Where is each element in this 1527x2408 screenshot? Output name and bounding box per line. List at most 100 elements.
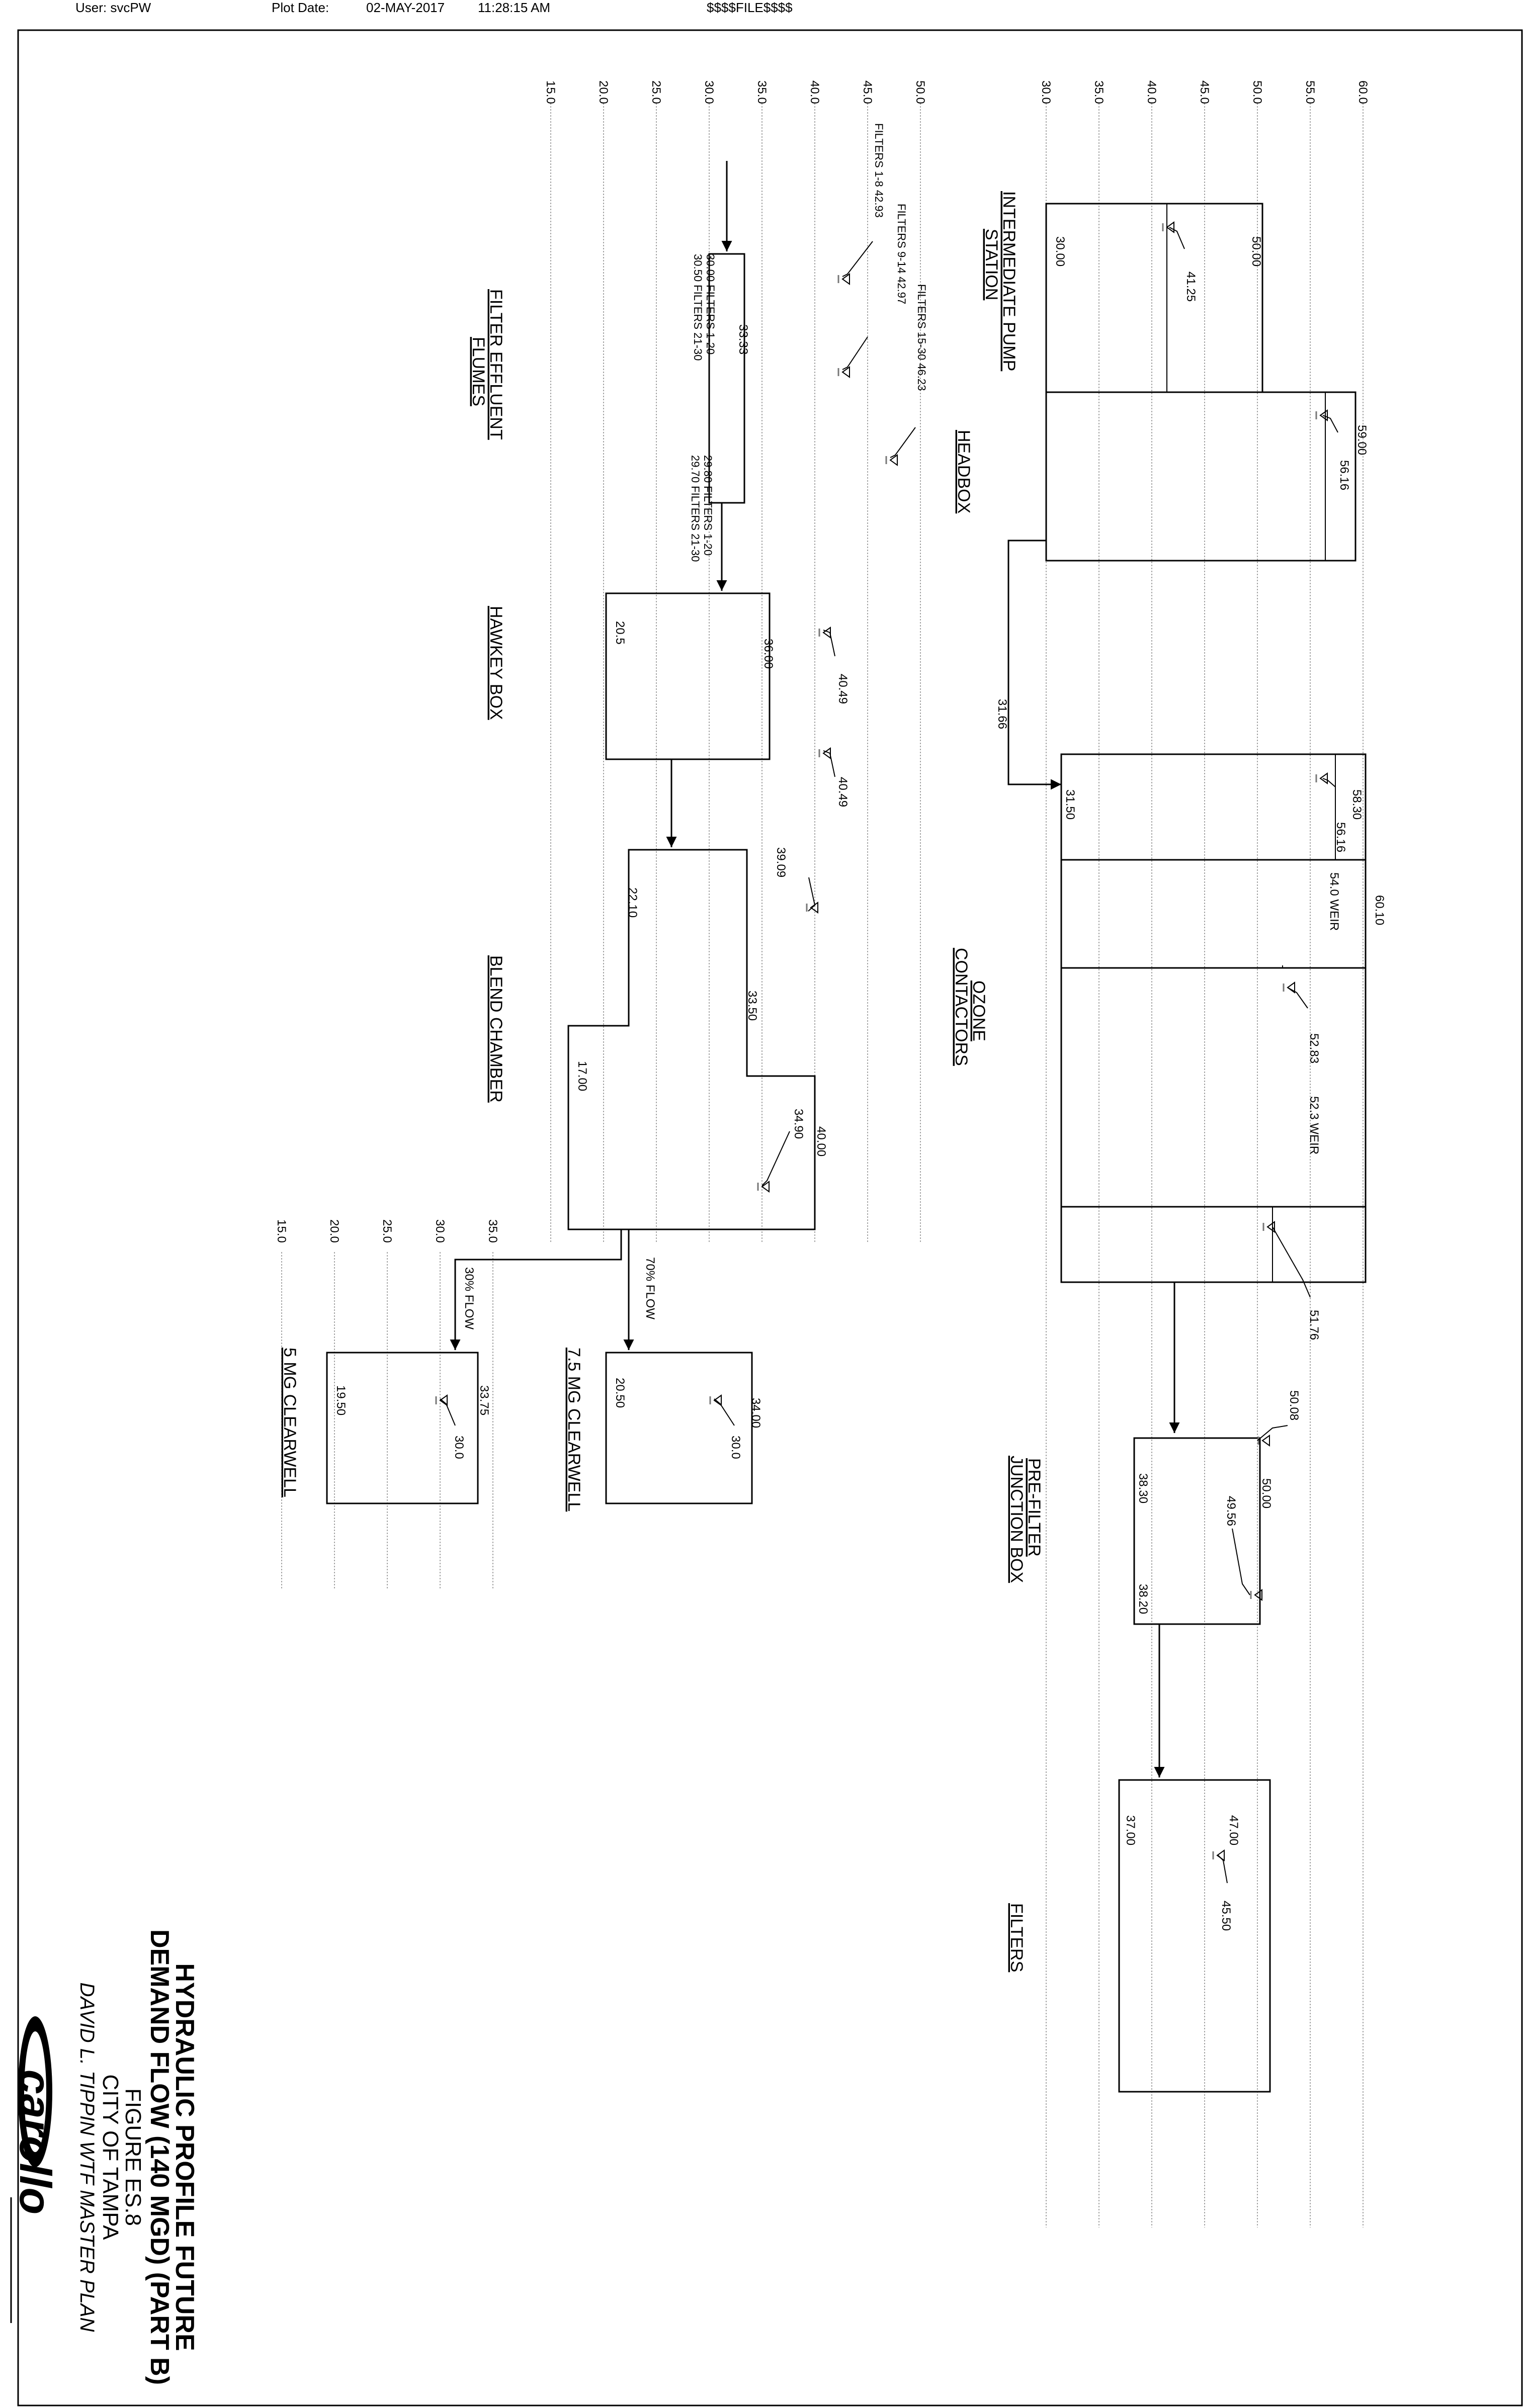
sheet-border [17,29,1523,2406]
invert-label: 29.80 FILTERS 1-20 [702,455,714,556]
hawkey-box [605,592,771,760]
elevation-tick-label: 60.0 [1356,80,1370,104]
flumes-label: FLUMES [469,337,488,406]
elevation-tick-label: 15.0 [544,80,557,104]
hawkey-label: HAWKEY BOX [486,606,505,720]
figure-number: FIGURE ES.8 [121,2088,145,2226]
ips-label: INTERMEDIATE PUMP [999,191,1019,371]
plot-time: 11:28:15 AM [478,0,551,15]
elev-label: 30.00 [1053,236,1067,266]
ws-label: FILTERS 1-8 42.93 [873,123,885,218]
elev-label: 33.75 [477,1385,491,1415]
elev-label: 47.00 [1227,1815,1240,1845]
prefilter-label: JUNCTION BOX [1007,1456,1026,1583]
title-block: HYDRAULIC PROFILE FUTURE DEMAND FLOW (14… [10,1929,199,2385]
elev-label: 31.66 [995,699,1009,729]
cw75-box [605,1352,753,1504]
client-name: CITY OF TAMPA [98,2074,123,2240]
logo-text: carollo [11,2070,60,2215]
elevation-tick-label: 20.0 [597,80,610,104]
elevation-tick-label: 40.0 [808,80,821,104]
water-surface-icon [1261,1435,1270,1447]
elev-label: 19.50 [334,1385,348,1415]
filters-box [1118,1779,1271,2093]
ozone-box [1060,753,1367,1283]
ws-label: 56.16 [1334,822,1347,852]
water-surface-icon [1319,772,1328,784]
invert-label: 30.50 FILTERS 21-30 [692,254,704,361]
elevation-tick-label: 50.0 [913,80,927,104]
elevation-tick-label: 45.0 [1198,80,1211,104]
ws-label: 49.56 [1224,1496,1238,1526]
headbox-box [1045,391,1356,562]
ws-label: 30.0 [452,1436,466,1459]
ws-label: 40.49 [836,777,850,807]
elevation-tick-label: 30.0 [702,80,716,104]
water-surface-marks [435,221,1328,1861]
carollo-logo: carollo [11,2016,60,2214]
ws-label: FILTERS 15-30 46.23 [915,284,928,391]
ws-label: 41.25 [1184,272,1198,302]
elevation-tick-label: 20.0 [327,1219,341,1243]
elev-label: 20.5 [613,621,627,645]
water-surface-icon [1319,409,1328,421]
weir-label: 52.3 WEIR [1307,1096,1321,1154]
flow-label: 70% FLOW [643,1257,657,1319]
title-line-2: DEMAND FLOW (140 MGD) (PART B) [145,1929,174,2385]
elevation-tick-label: 30.0 [433,1219,447,1243]
ips-box [1045,203,1263,393]
cw75-label: 7.5 MG CLEARWELL [564,1348,583,1511]
plot-date: 02-MAY-2017 [366,0,445,15]
water-surface-icon [1254,1589,1262,1601]
elev-label: 60.10 [1373,895,1386,925]
structure-outlines [326,203,1367,2093]
project-name: DAVID L. TIPPIN WTF MASTER PLAN [76,1983,98,2332]
ws-label: 40.49 [836,674,850,704]
elev-label: 31.50 [1063,789,1077,820]
elev-label: 59.00 [1355,425,1369,455]
ips-label: STATION [982,229,1001,300]
elev-label: 50.00 [1259,1478,1273,1508]
elevation-tick-label: 30.0 [1039,80,1053,104]
elevation-tick-label: 35.0 [1092,80,1106,104]
ws-label: 30.0 [729,1436,742,1459]
ws-label: 34.90 [792,1109,805,1139]
elevation-tick-label: 35.0 [755,80,769,104]
elevation-tick-label: 45.0 [861,80,874,104]
water-surface-icon [439,1394,448,1406]
elev-label: 34.00 [749,1398,762,1428]
cw5-box [326,1352,479,1504]
ws-label: 39.09 [774,847,788,877]
water-surface-icon [713,1394,722,1406]
prefilter-label: PRE-FILTER [1025,1458,1044,1557]
water-surface-icon [1166,221,1174,233]
ws-label: 52.83 [1307,1033,1321,1063]
elev-label: 40.00 [814,1126,828,1156]
plot-header: User: svcPW Plot Date: 02-MAY-2017 11:28… [0,0,1527,20]
elev-label: 58.30 [1350,789,1364,820]
elev-label: 50.00 [1249,236,1263,266]
ws-label: 51.76 [1307,1310,1321,1340]
leader-lines [440,227,1338,1884]
grid-middle: 15.0 20.0 25.0 30.0 35.0 40.0 45.0 50.0 [544,80,927,1242]
water-surface-icon [1266,1221,1275,1233]
blend-label: BLEND CHAMBER [486,955,505,1103]
prefilter-box [1133,1437,1261,1625]
elev-label: 22.10 [626,887,639,918]
plot-user: User: svcPW [75,0,151,15]
weir-label: 54.0 WEIR [1327,872,1341,931]
ws-label: 50.08 [1287,1390,1301,1420]
elev-label: 37.00 [1124,1815,1137,1845]
flume-box [708,253,745,504]
elevation-tick-label: 25.0 [649,80,663,104]
flow-label: 30% FLOW [462,1267,476,1329]
ws-label: 56.16 [1337,460,1351,490]
water-surface-icon [761,1181,770,1193]
elev-label: 33.50 [745,991,759,1021]
elevation-tick-label: 25.0 [380,1219,394,1243]
title-line-1: HYDRAULIC PROFILE FUTURE [170,1963,199,2351]
flow-lines [450,161,1180,1777]
water-surface-icon [889,454,898,466]
